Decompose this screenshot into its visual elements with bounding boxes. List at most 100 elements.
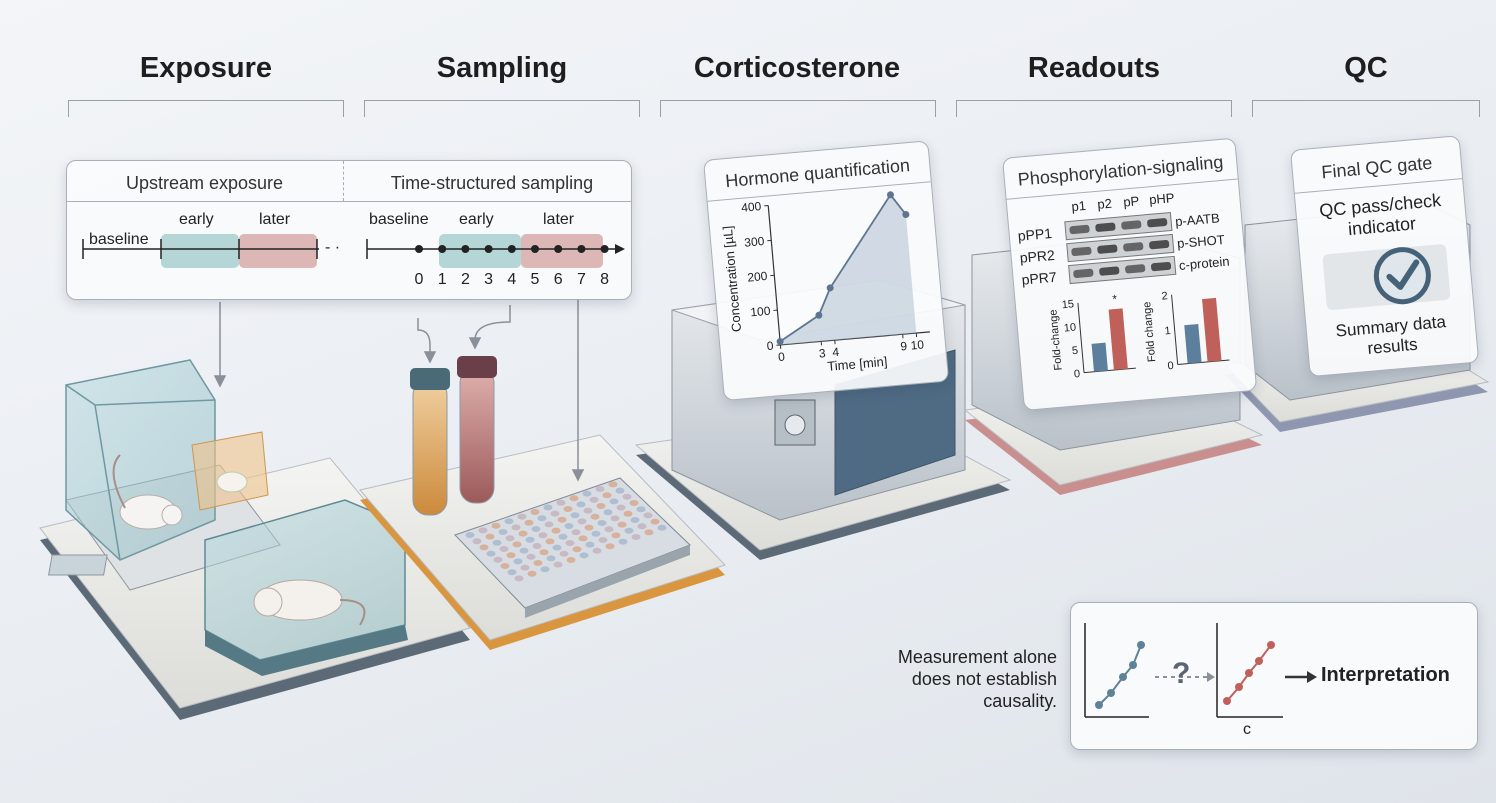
left-baseline-label: baseline: [89, 231, 149, 248]
stage-bracket-sampling: [364, 100, 640, 117]
plate-well: [513, 558, 523, 565]
timeline-tick-dot: [554, 245, 563, 253]
plate-well: [596, 503, 606, 509]
x-tick-label: 3: [818, 346, 826, 361]
fold-change-right-y-tick-label: 0: [1167, 360, 1174, 372]
plate-well: [478, 527, 488, 534]
well-plate-wells: [465, 481, 667, 582]
plate-well: [603, 509, 613, 516]
y-tick-label: 0: [766, 339, 774, 354]
data-point: [826, 284, 834, 292]
plate-well: [617, 521, 627, 528]
timeline-tick-label: 3: [484, 271, 494, 288]
plate-well: [511, 524, 521, 531]
timeline-tick-dot: [461, 245, 470, 253]
timeline-graphic: [82, 234, 625, 268]
plate-well: [520, 564, 530, 571]
right-mini-plot: [1216, 623, 1283, 718]
plate-well: [636, 506, 646, 513]
plate-well: [543, 504, 553, 511]
plate-well: [531, 526, 541, 532]
right-baseline-label: baseline: [369, 211, 429, 228]
timeline-tick-dot: [600, 245, 609, 253]
right-later-segment: [521, 234, 603, 268]
plate-well: [558, 533, 568, 540]
plate-well: [564, 523, 574, 529]
plate-well: [533, 560, 543, 566]
interpretation-graphic: [1084, 623, 1317, 718]
plate-well: [566, 557, 576, 563]
timeline-tick-dots: [415, 245, 609, 253]
timeline-tick-label: 6: [553, 271, 563, 288]
plate-well: [598, 537, 608, 543]
y-axis-label: Concentration [µL]: [720, 225, 744, 332]
timeline-tick-dot: [415, 245, 423, 253]
plate-well: [506, 552, 516, 559]
plate-well: [465, 532, 475, 538]
x-tick-label: 4: [832, 345, 840, 360]
blot-band: [1099, 266, 1120, 276]
plate-well: [492, 539, 502, 546]
fold-change-left-y-axis: [1077, 302, 1085, 373]
plate-well: [578, 535, 588, 542]
plate-well: [595, 486, 605, 492]
plate-well: [584, 524, 594, 531]
blot-strip: [1064, 211, 1173, 241]
blot-band: [1073, 268, 1094, 278]
plate-well: [538, 532, 548, 539]
fold-change-left-x-axis: [1083, 367, 1136, 374]
plate-well: [546, 555, 556, 562]
plate-well: [585, 541, 595, 548]
interpretation-arrowhead: [1307, 671, 1317, 683]
plate-well: [602, 492, 612, 499]
plate-well: [530, 509, 540, 515]
stage-title-sampling: Sampling: [436, 52, 568, 84]
blot-band: [1095, 222, 1116, 232]
plate-well: [519, 547, 529, 554]
y-tick-label: 200: [747, 269, 768, 285]
plate-well: [552, 544, 562, 551]
blot-band: [1147, 218, 1168, 228]
plate-well: [610, 515, 620, 522]
plate-well: [517, 513, 527, 520]
plate-well: [571, 529, 581, 536]
timeline-tick-label: 8: [600, 271, 610, 288]
blot-band: [1069, 224, 1090, 235]
plate-well: [550, 510, 560, 517]
fold-change-right-y-tick-label: 2: [1161, 290, 1168, 302]
plate-well: [514, 575, 524, 582]
blot-band: [1097, 244, 1118, 254]
data-point: [815, 311, 823, 319]
plate-well: [624, 527, 634, 534]
plate-well: [486, 550, 496, 557]
interpretation-label: Interpretation: [1321, 664, 1450, 686]
plate-well: [569, 495, 579, 502]
plate-well: [479, 544, 489, 551]
left-later-label: later: [259, 211, 291, 228]
plate-well: [616, 504, 626, 511]
time-structured-sampling-title: Time-structured sampling: [390, 173, 594, 193]
blot-band: [1149, 240, 1170, 250]
left-mini-plot: [1084, 623, 1149, 718]
left-later-segment: [239, 234, 317, 268]
plate-well: [604, 526, 614, 533]
plate-well: [472, 538, 482, 545]
plate-well: [572, 546, 582, 553]
plate-well: [539, 549, 549, 556]
fold-change-right-y-axis: [1171, 294, 1179, 365]
blot-band: [1071, 246, 1092, 257]
exposure-platform: [39, 359, 471, 720]
fold-change-right-y-axis-label: Fold change: [1141, 301, 1158, 362]
right-later-label: later: [543, 211, 575, 228]
plate-well: [512, 541, 522, 548]
column-divider: [343, 161, 344, 201]
plate-well: [556, 499, 566, 506]
plate-well: [563, 506, 573, 512]
interpretation-panel: ? c Interpretation: [1070, 602, 1478, 750]
timeline-tick-dot: [531, 245, 539, 253]
plate-well: [644, 529, 654, 536]
plate-well: [507, 569, 517, 576]
fold-change-left-y-tick-label: 0: [1073, 368, 1080, 380]
